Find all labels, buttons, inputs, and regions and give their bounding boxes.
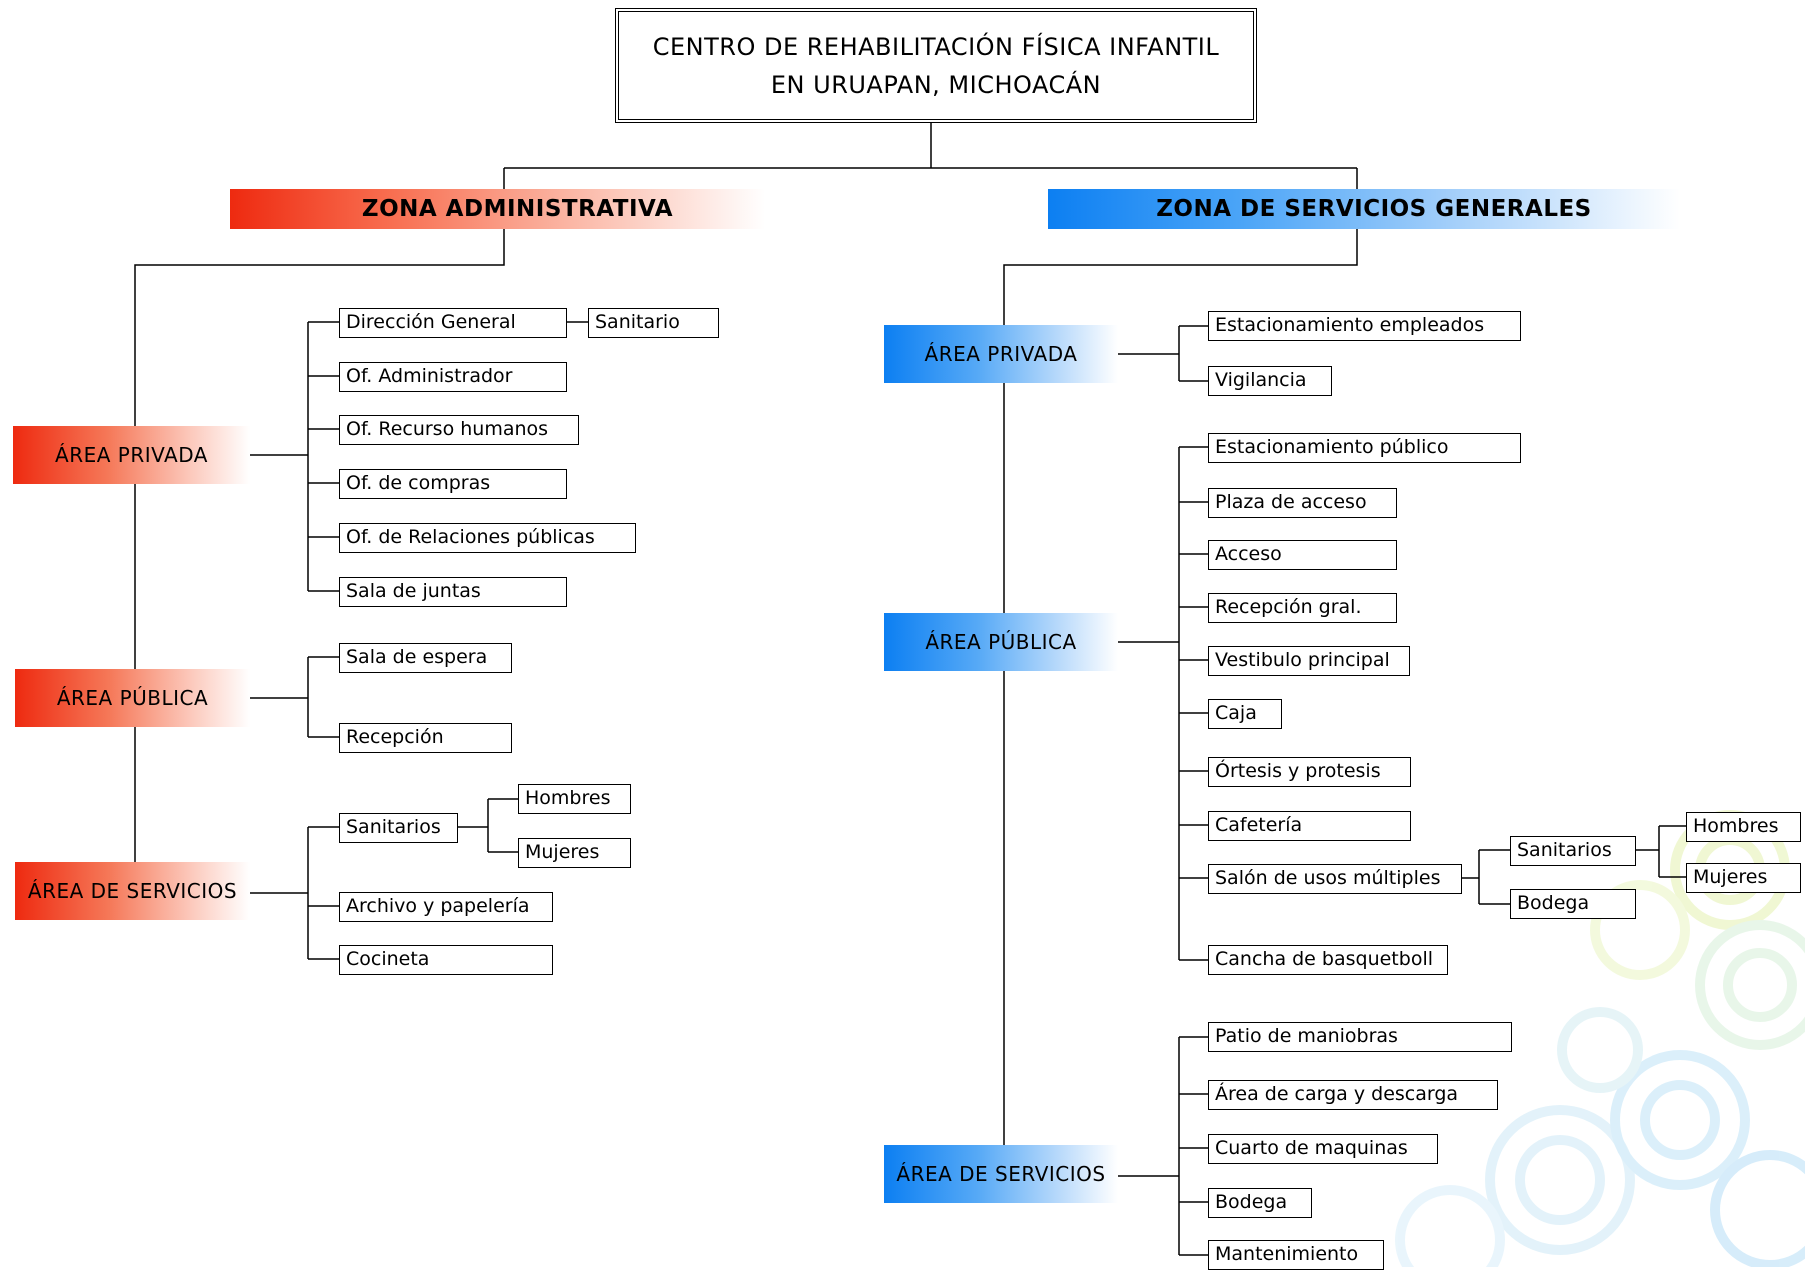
node-sala-de-juntas: Sala de juntas: [339, 577, 567, 607]
node-cuarto-de-maquinas: Cuarto de maquinas: [1208, 1134, 1438, 1164]
node-salon-hombres: Hombres: [1686, 812, 1801, 842]
node-of-compras: Of. de compras: [339, 469, 567, 499]
admin-area-servicios-label: ÁREA DE SERVICIOS: [27, 879, 238, 903]
node-direccion-general: Dirección General: [339, 308, 567, 338]
node-cancha-basquetboll: Cancha de basquetboll: [1208, 945, 1448, 975]
node-archivo-y-papeleria: Archivo y papelería: [339, 892, 553, 922]
node-estacionamiento-publico: Estacionamiento público: [1208, 433, 1521, 463]
node-estacionamiento-empleados: Estacionamiento empleados: [1208, 311, 1521, 341]
node-patio-de-maniobras: Patio de maniobras: [1208, 1022, 1512, 1052]
node-vestibulo-principal: Vestibulo principal: [1208, 646, 1410, 676]
serv-area-privada: ÁREA PRIVADA: [884, 325, 1118, 383]
serv-area-publica: ÁREA PÚBLICA: [884, 613, 1118, 671]
node-salon-mujeres: Mujeres: [1686, 863, 1801, 893]
node-plaza-de-acceso: Plaza de acceso: [1208, 488, 1397, 518]
node-cafeteria: Cafetería: [1208, 811, 1411, 841]
node-salon-usos-multiples: Salón de usos múltiples: [1208, 864, 1462, 894]
node-salon-sanitarios: Sanitarios: [1510, 836, 1636, 866]
node-of-recurso-humanos: Of. Recurso humanos: [339, 415, 579, 445]
serv-area-servicios: ÁREA DE SERVICIOS: [884, 1145, 1118, 1203]
admin-area-privada: ÁREA PRIVADA: [13, 426, 250, 484]
node-recepcion-gral: Recepción gral.: [1208, 593, 1397, 623]
serv-area-privada-label: ÁREA PRIVADA: [924, 342, 1078, 366]
node-area-carga-descarga: Área de carga y descarga: [1208, 1080, 1498, 1110]
node-cocineta: Cocineta: [339, 945, 553, 975]
serv-area-publica-label: ÁREA PÚBLICA: [925, 630, 1077, 654]
zona-administrativa-banner: ZONA ADMINISTRATIVA: [230, 189, 765, 229]
node-salon-bodega: Bodega: [1510, 889, 1636, 919]
diagram-title-box: CENTRO DE REHABILITACIÓN FÍSICA INFANTIL…: [615, 8, 1257, 123]
node-ortesis-y-protesis: Órtesis y protesis: [1208, 757, 1411, 787]
admin-area-servicios: ÁREA DE SERVICIOS: [15, 862, 250, 920]
admin-area-publica: ÁREA PÚBLICA: [15, 669, 250, 727]
node-of-relaciones-publicas: Of. de Relaciones públicas: [339, 523, 636, 553]
admin-area-publica-label: ÁREA PÚBLICA: [56, 686, 209, 710]
title-line-1: CENTRO DE REHABILITACIÓN FÍSICA INFANTIL: [652, 32, 1220, 61]
node-hombres: Hombres: [518, 784, 631, 814]
node-of-administrador: Of. Administrador: [339, 362, 567, 392]
node-sanitario: Sanitario: [588, 308, 719, 338]
node-mantenimiento: Mantenimiento: [1208, 1240, 1384, 1270]
serv-area-servicios-label: ÁREA DE SERVICIOS: [896, 1162, 1106, 1186]
zona-administrativa-label: ZONA ADMINISTRATIVA: [361, 196, 674, 222]
title-line-2: EN URUAPAN, MICHOACÁN: [770, 70, 1102, 99]
admin-area-privada-label: ÁREA PRIVADA: [55, 443, 208, 467]
node-recepcion: Recepción: [339, 723, 512, 753]
node-bodega: Bodega: [1208, 1188, 1312, 1218]
node-acceso: Acceso: [1208, 540, 1397, 570]
zona-servicios-label: ZONA DE SERVICIOS GENERALES: [1156, 196, 1592, 222]
node-caja: Caja: [1208, 699, 1282, 729]
node-sala-de-espera: Sala de espera: [339, 643, 512, 673]
node-vigilancia: Vigilancia: [1208, 366, 1332, 396]
node-sanitarios: Sanitarios: [339, 813, 458, 843]
node-mujeres: Mujeres: [518, 838, 631, 868]
zona-servicios-banner: ZONA DE SERVICIOS GENERALES: [1048, 189, 1680, 229]
